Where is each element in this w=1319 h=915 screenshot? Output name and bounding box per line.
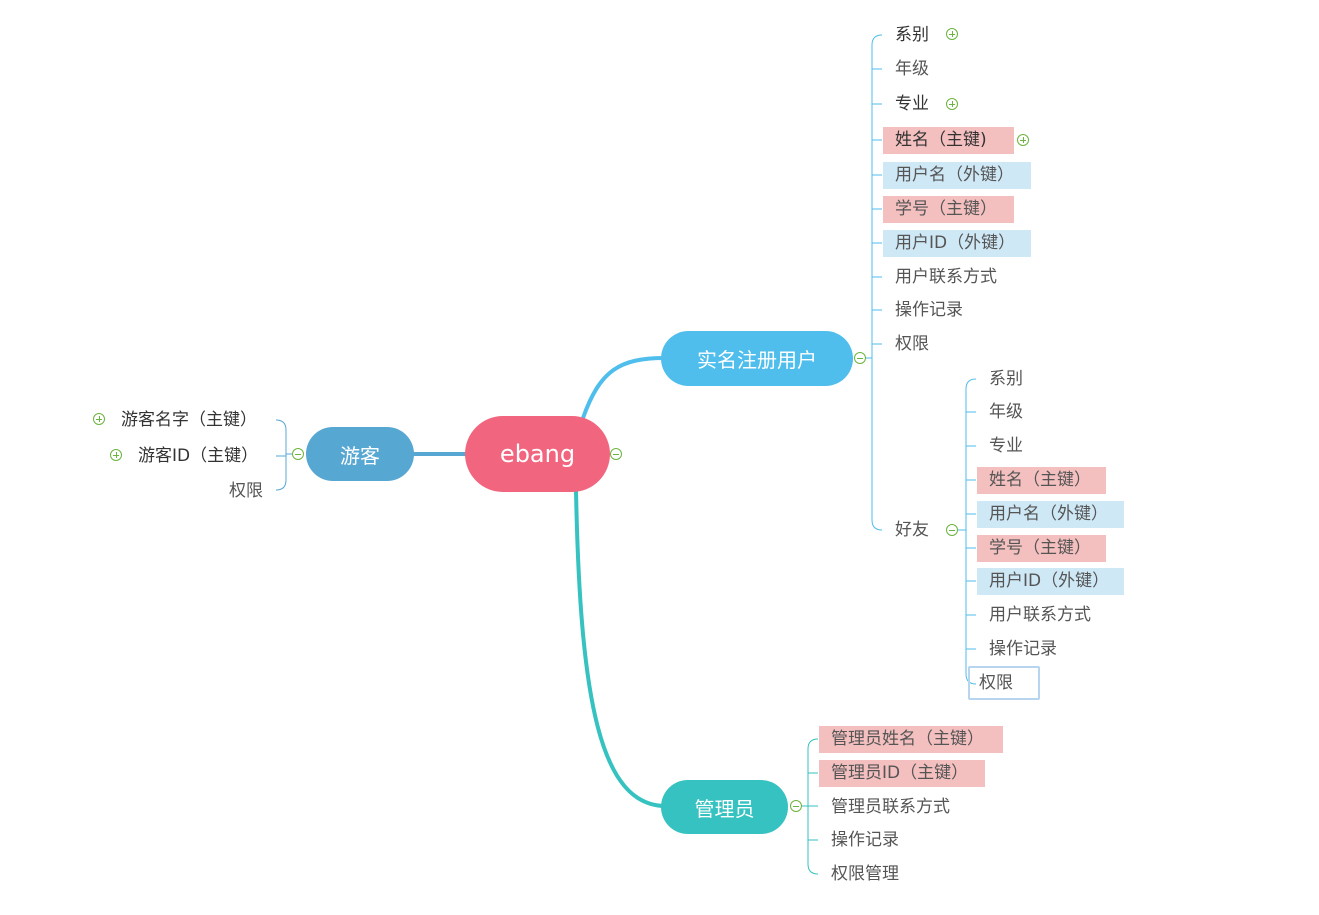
guest-node[interactable]: 游客 [306,427,414,481]
guest-name-expand-icon[interactable] [93,413,105,425]
friend-field-operation-log[interactable]: 操作记录 [989,639,1057,659]
guest-id-expand-icon[interactable] [110,449,122,461]
registered-field-permission[interactable]: 权限 [895,334,929,354]
registered-field-name-pk[interactable]: 姓名（主键) [883,127,1014,154]
registered-field-operation-log[interactable]: 操作记录 [895,300,963,320]
admin-field-permission-management[interactable]: 权限管理 [831,864,899,884]
registered-field-username-fk[interactable]: 用户名（外键） [883,162,1031,189]
registered-user-node[interactable]: 实名注册用户 [661,331,853,386]
friend-field-name-pk[interactable]: 姓名（主键） [977,467,1106,494]
admin-field-contact[interactable]: 管理员联系方式 [831,797,950,817]
friend-field-permission-selected[interactable]: 权限 [968,666,1040,700]
admin-field-name-pk[interactable]: 管理员姓名（主键） [819,726,1003,753]
root-collapse-icon[interactable] [610,448,622,460]
registered-field-grade[interactable]: 年级 [895,59,929,79]
major-expand-icon[interactable] [946,98,958,110]
admin-node[interactable]: 管理员 [661,780,788,834]
friend-field-major[interactable]: 专业 [989,436,1023,456]
department-expand-icon[interactable] [946,28,958,40]
guest-collapse-icon[interactable] [292,448,304,460]
edge-root-registered [581,356,666,419]
name-expand-icon[interactable] [1017,134,1029,146]
guest-field-id-pk[interactable]: 游客ID（主键） [138,446,259,466]
guest-field-name-pk[interactable]: 游客名字（主键） [121,410,257,430]
admin-field-operation-log[interactable]: 操作记录 [831,830,899,850]
edge-root-admin [574,489,666,808]
friends-node[interactable]: 好友 [895,520,929,540]
friend-field-contact[interactable]: 用户联系方式 [989,605,1091,625]
registered-field-department[interactable]: 系别 [895,25,929,45]
admin-field-id-pk[interactable]: 管理员ID（主键） [819,760,985,787]
root-node[interactable]: ebang [465,416,610,492]
friend-field-student-id-pk[interactable]: 学号（主键） [977,535,1106,562]
registered-collapse-icon[interactable] [854,352,866,364]
friend-field-user-id-fk[interactable]: 用户ID（外键） [977,568,1124,595]
admin-collapse-icon[interactable] [790,800,802,812]
registered-field-contact[interactable]: 用户联系方式 [895,267,997,287]
friend-field-username-fk[interactable]: 用户名（外键） [977,501,1124,528]
guest-field-permission[interactable]: 权限 [229,481,263,501]
registered-field-student-id-pk[interactable]: 学号（主键） [883,196,1014,223]
friend-field-grade[interactable]: 年级 [989,402,1023,422]
friends-collapse-icon[interactable] [946,524,958,536]
registered-field-major[interactable]: 专业 [895,94,929,114]
friend-field-department[interactable]: 系别 [989,369,1023,389]
registered-field-user-id-fk[interactable]: 用户ID（外键） [883,230,1031,257]
